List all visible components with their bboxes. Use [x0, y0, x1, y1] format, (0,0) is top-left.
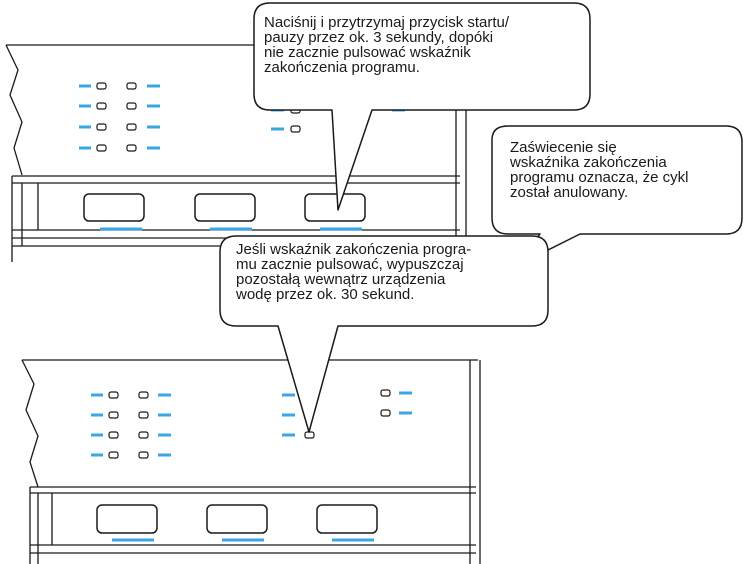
callout-hold-button-text: Naciśnij i przytrzymaj przycisk startu/ …	[264, 14, 510, 76]
program-end-indicator	[304, 431, 315, 439]
callout-cancelled-text: Zaświecenie się wskaźnika zakończenia pr…	[510, 139, 689, 201]
callout-drain-water-bubble	[219, 235, 549, 433]
start-pause-button-top[interactable]	[304, 193, 366, 222]
top-panel-indicators	[79, 82, 405, 152]
callout-hold-button-bubble	[253, 2, 591, 211]
button-2[interactable]	[206, 504, 268, 534]
bottom-panel-buttons	[96, 504, 378, 542]
bottom-panel-indicators	[91, 389, 412, 459]
callout-drain-water-text: Jeśli wskaźnik zakończenia progra- mu za…	[236, 241, 472, 303]
button-1[interactable]	[83, 193, 145, 222]
top-panel-buttons	[83, 193, 366, 231]
button-2[interactable]	[194, 193, 256, 222]
bottom-control-panel	[21, 359, 481, 564]
start-pause-button-bottom[interactable]	[316, 504, 378, 534]
button-1[interactable]	[96, 504, 158, 534]
callout-cancelled-bubble	[491, 125, 743, 269]
